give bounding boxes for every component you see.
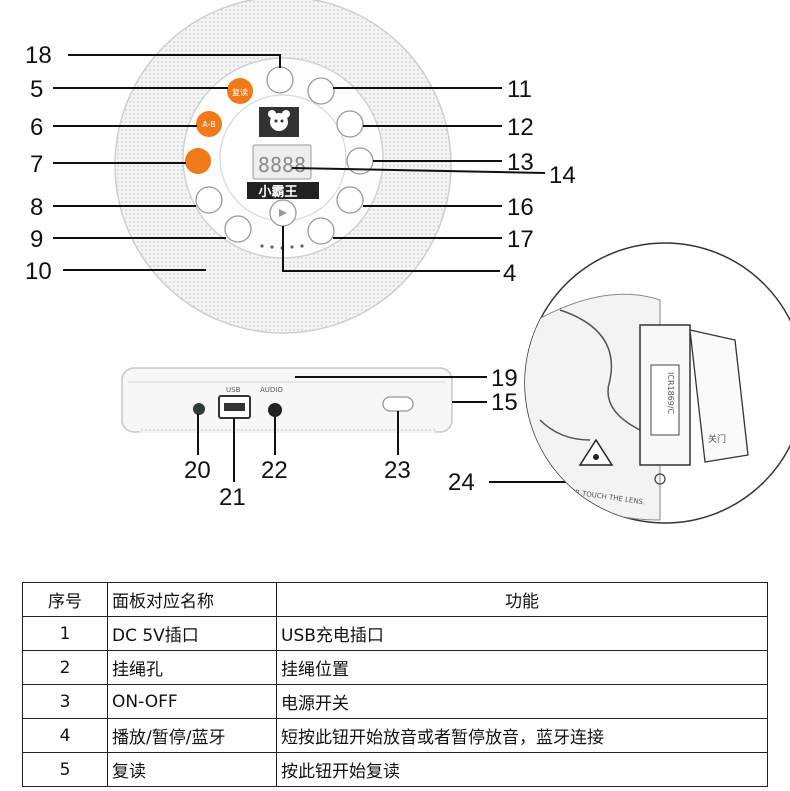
row-name: 复读 — [107, 752, 277, 787]
lens-release-tab[interactable] — [654, 473, 666, 485]
callout-13: 13 — [507, 149, 534, 176]
button-6-ab[interactable] — [196, 111, 222, 137]
callout-14: 14 — [549, 162, 576, 189]
battery-cell — [650, 364, 680, 436]
callout-6: 6 — [30, 114, 43, 141]
audio-label: AUDIO — [260, 386, 283, 394]
callout-22: 22 — [261, 457, 288, 484]
button-17[interactable] — [307, 217, 335, 245]
door-label: 关门 — [708, 433, 726, 445]
callout-7: 7 — [30, 151, 43, 178]
callout-11: 11 — [507, 76, 532, 103]
play-icon — [279, 209, 287, 217]
row-index: 1 — [22, 616, 108, 651]
dc-port[interactable] — [193, 403, 205, 415]
player-side-view: USB AUDIO — [121, 367, 453, 433]
button-5-repeat[interactable] — [227, 78, 253, 104]
lcd-digits: 8888 — [258, 153, 306, 177]
callout-10: 10 — [25, 258, 52, 285]
player-top-view: 8888 小霸王 复读 A-B — [114, 0, 452, 334]
row-name: ON-OFF — [107, 684, 277, 719]
callout-8: 8 — [30, 194, 43, 221]
callout-lines-top — [53, 54, 546, 272]
brand-plate — [247, 182, 319, 199]
table-row: 5 复读 按此钮开始复读 — [22, 752, 768, 787]
callout-21: 21 — [219, 484, 246, 511]
battery-door[interactable] — [689, 329, 749, 463]
header-index: 序号 — [22, 582, 108, 617]
button-12[interactable] — [336, 110, 364, 138]
usb-label: USB — [226, 386, 241, 394]
table-row: 1 DC 5V插口 USB充电插口 — [22, 616, 768, 651]
brand-label: 小霸王 — [258, 185, 297, 200]
button-11[interactable] — [307, 77, 335, 105]
callout-16: 16 — [507, 194, 534, 221]
callout-9: 9 — [30, 226, 43, 253]
button-5-label: 复读 — [232, 87, 248, 97]
row-function: 挂绳位置 — [276, 650, 768, 685]
callout-12: 12 — [507, 114, 534, 141]
audio-jack[interactable] — [268, 403, 282, 417]
button-7[interactable] — [185, 148, 211, 174]
row-index: 5 — [22, 752, 108, 787]
power-switch[interactable] — [382, 396, 414, 412]
row-index: 3 — [22, 684, 108, 719]
button-6-label: A-B — [202, 120, 215, 129]
callout-23: 23 — [384, 457, 411, 484]
row-function: 按此钮开始复读 — [276, 752, 768, 787]
header-name: 面板对应名称 — [107, 582, 277, 617]
button-9[interactable] — [224, 215, 252, 243]
callout-18: 18 — [25, 42, 52, 69]
callout-5: 5 — [30, 76, 43, 103]
table-row: 2 挂绳孔 挂绳位置 — [22, 650, 768, 685]
laser-warning-icon — [578, 438, 614, 466]
spec-table: 序号 面板对应名称 功能 1 DC 5V插口 USB充电插口 2 挂绳孔 挂绳位… — [22, 582, 768, 787]
lcd-screen — [252, 144, 312, 180]
barcode-text: ICR1869/C — [666, 372, 675, 415]
row-name: 挂绳孔 — [107, 650, 277, 685]
product-diagram: 8888 小霸王 复读 A-B — [25, 0, 790, 524]
table-row: 4 播放/暂停/蓝牙 短按此钮开始放音或者暂停放音，蓝牙连接 — [22, 718, 768, 753]
callout-4: 4 — [503, 260, 516, 287]
callout-24: 24 — [448, 469, 475, 496]
table-header-row: 序号 面板对应名称 功能 — [22, 582, 768, 617]
row-index: 2 — [22, 650, 108, 685]
row-function: 电源开关 — [276, 684, 768, 719]
callout-19: 19 — [491, 365, 518, 392]
table-row: 3 ON-OFF 电源开关 — [22, 684, 768, 719]
row-index: 4 — [22, 718, 108, 753]
header-function: 功能 — [276, 582, 768, 617]
callout-numbers-side: 19 15 20 21 22 23 24 — [184, 365, 518, 511]
callout-numbers-top: 18 5 6 7 8 9 10 11 12 13 14 16 17 4 — [25, 42, 576, 287]
callout-20: 20 — [184, 457, 211, 484]
battery-closeup: ICR1869/C 关门 NEVER TOUCH THE LENS. 激光头 — [524, 242, 790, 524]
row-name: 播放/暂停/蓝牙 — [107, 718, 277, 753]
row-name: DC 5V插口 — [107, 616, 277, 651]
row-function: 短按此钮开始放音或者暂停放音，蓝牙连接 — [276, 718, 768, 753]
row-function: USB充电插口 — [276, 616, 768, 651]
callout-15: 15 — [491, 389, 518, 416]
button-18[interactable] — [266, 66, 294, 94]
callout-17: 17 — [507, 226, 534, 253]
button-16[interactable] — [336, 186, 364, 214]
button-8[interactable] — [195, 186, 223, 214]
